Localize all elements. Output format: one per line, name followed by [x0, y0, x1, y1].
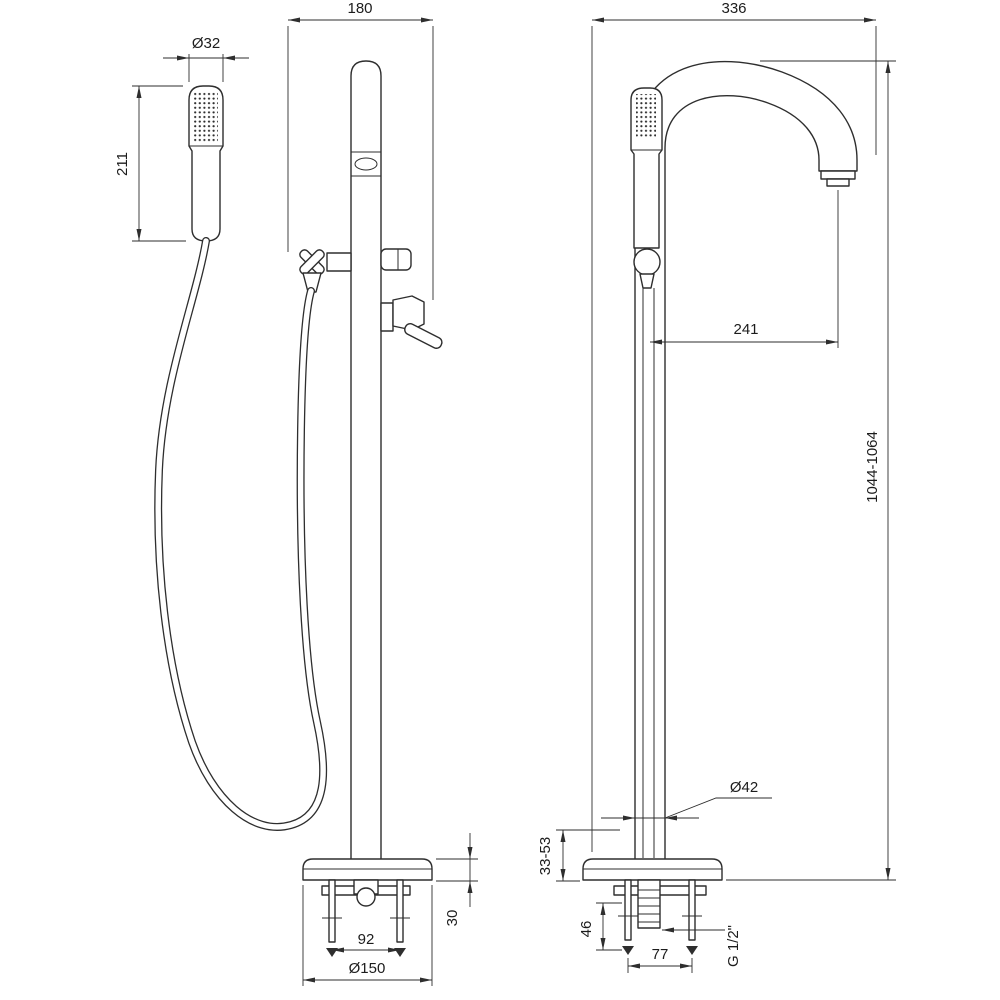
dim-base-height: 30: [436, 833, 478, 926]
holder-ring: [633, 248, 661, 276]
dim-overall-depth: 336: [591, 0, 877, 852]
riser-column: [350, 60, 382, 862]
front-view: Ø32 211 180 30 92: [114, 0, 478, 986]
diverter-knob: [380, 248, 412, 271]
hand-shower: [188, 85, 224, 242]
hand-shower-side: [630, 87, 663, 858]
shower-hose: [154, 237, 328, 831]
spout-column: [634, 60, 858, 862]
dim-connection-thread: G 1/2": [662, 925, 742, 967]
dim-label-241: 241: [733, 321, 758, 338]
dim-label-o32: Ø32: [192, 35, 220, 52]
mixer-lever: [380, 295, 443, 349]
dim-label-92: 92: [358, 931, 375, 948]
spray-face: [194, 92, 218, 142]
base-plate-side: [582, 858, 723, 881]
spout-outlet-tip: [826, 178, 850, 187]
anchor-bolt-left-side: [624, 879, 632, 941]
mounting-hardware-side: [613, 879, 707, 955]
hose-connector: [302, 272, 322, 293]
spout-outlet-collar: [820, 170, 856, 180]
base-plate: [302, 858, 433, 881]
dim-label-180: 180: [347, 0, 372, 17]
side-view: 336 241 1044-1064 Ø42 33-53: [537, 0, 896, 973]
dim-overall-height: 1044-1064: [726, 60, 896, 881]
dim-label-33-53: 33-53: [537, 837, 554, 875]
anchor-bolt-right-side: [688, 879, 696, 941]
dim-handshower-diameter: Ø32: [163, 35, 249, 82]
dim-label-1044-1064: 1044-1064: [864, 431, 881, 503]
dim-label-g12: G 1/2": [725, 925, 742, 967]
dim-anchor-spacing: 77: [627, 946, 693, 973]
spray-face-side: [636, 94, 656, 138]
dim-label-30: 30: [444, 910, 461, 927]
dim-label-46: 46: [578, 921, 595, 938]
anchor-bolt-right: [396, 879, 404, 943]
dim-base-diameter: Ø150: [302, 885, 433, 986]
dim-label-77: 77: [652, 946, 669, 963]
dim-column-diameter: Ø42: [601, 779, 772, 821]
dim-bolt-spacing-front: 92: [332, 931, 400, 953]
dim-handshower-length: 211: [114, 85, 186, 242]
dim-label-211: 211: [114, 152, 131, 176]
dim-label-o150: Ø150: [349, 960, 386, 977]
dim-base-adjust-range: 33-53: [537, 829, 620, 882]
dim-spout-reach: 241: [650, 190, 839, 348]
supply-pipe: [637, 879, 661, 929]
dim-underfloor-depth: 46: [578, 902, 622, 951]
anchor-bolt-left: [328, 879, 336, 943]
mounting-hardware: [321, 879, 411, 957]
supply-connection: [356, 887, 376, 907]
aerator-detail: [354, 157, 378, 171]
dim-label-336: 336: [721, 0, 746, 17]
shower-holder: [299, 249, 352, 293]
dim-label-o42: Ø42: [730, 779, 758, 796]
dim-handle-span: 180: [287, 0, 434, 300]
